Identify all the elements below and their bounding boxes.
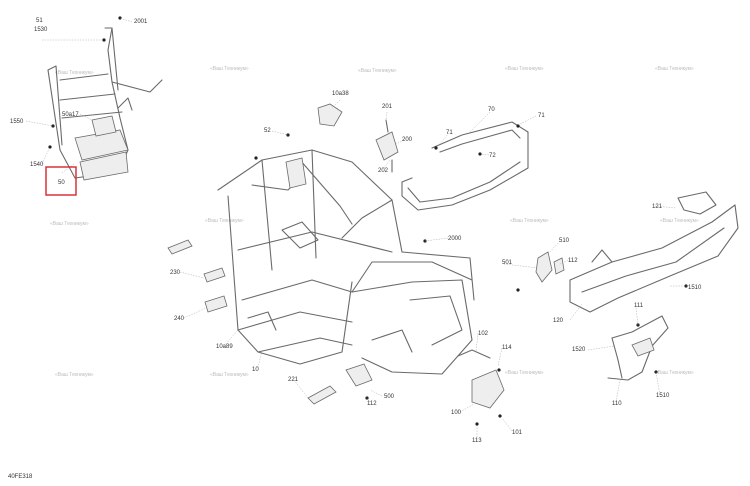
callout-1510: 1510 (656, 393, 670, 399)
callout-52: 52 (264, 128, 271, 134)
callout-labels: 51 1530 2001 50a17 1550 1540 50 52 10a38… (10, 18, 702, 444)
callout-230: 230 (170, 270, 181, 276)
callout-70: 70 (488, 107, 495, 113)
main-frame-drawing (217, 103, 475, 375)
callout-221: 221 (288, 377, 299, 383)
callout-113: 113 (472, 438, 482, 444)
brackets-drawing (375, 119, 399, 173)
watermark: «Ваш Техникум» (660, 218, 699, 224)
callout-501: 501 (502, 260, 513, 266)
callout-51: 51 (36, 18, 43, 24)
callout-111: 111 (634, 303, 644, 309)
callout-200: 200 (402, 137, 413, 143)
callout-201: 201 (382, 104, 393, 110)
callout-120: 120 (553, 318, 564, 324)
watermark: «Ваш Техникум» (210, 66, 249, 72)
front-bumper-drawing (569, 191, 739, 313)
lower-parts-drawing (307, 349, 505, 426)
callout-72: 72 (489, 153, 496, 159)
watermark: «Ваш Техникум» (505, 66, 544, 72)
watermark: «Ваш Техникум» (655, 370, 694, 376)
watermark: «Ваш Техникум» (55, 372, 94, 378)
callout-121: 121 (652, 204, 663, 210)
callout-240: 240 (174, 316, 185, 322)
callout-1530: 1530 (34, 27, 48, 33)
callout-50a17: 50a17 (62, 112, 79, 118)
callout-71: 71 (538, 113, 545, 119)
watermark: «Ваш Техникум» (655, 66, 694, 72)
callout-100: 100 (451, 410, 462, 416)
watermark: «Ваш Техникум» (358, 68, 397, 74)
watermark: «Ваш Техникум» (505, 370, 544, 376)
callout-510: 510 (559, 238, 570, 244)
callout-110: 110 (612, 401, 622, 407)
front-lower-bracket-drawing (607, 315, 669, 381)
callout-10a38: 10a38 (332, 91, 349, 97)
callout-50: 50 (58, 180, 65, 186)
watermark: «Ваш Техникум» (210, 372, 249, 378)
callout-112: 112 (568, 258, 578, 264)
callout-10a89: 10a89 (216, 344, 233, 350)
watermarks: «Ваш Техникум» «Ваш Техникум» «Ваш Техни… (50, 66, 699, 378)
watermark: «Ваш Техникум» (50, 221, 89, 227)
leader-lines (25, 17, 688, 440)
callout-2000: 2000 (448, 236, 462, 242)
callout-202: 202 (378, 168, 389, 174)
callout-10: 10 (252, 367, 259, 373)
callout-101: 101 (512, 430, 523, 436)
callout-1540: 1540 (30, 162, 44, 168)
callout-71: 71 (446, 130, 453, 136)
figure-code: 40FE318 (8, 474, 33, 480)
watermark: «Ваш Техникум» (55, 70, 94, 76)
highlight-box (45, 166, 77, 196)
callout-114: 114 (502, 345, 512, 351)
callout-112: 112 (367, 401, 377, 407)
watermark: «Ваш Техникум» (510, 218, 549, 224)
upper-tube-drawing (401, 121, 529, 211)
callout-1550: 1550 (10, 119, 24, 125)
callout-1520: 1520 (572, 347, 586, 353)
callout-2001: 2001 (134, 19, 148, 25)
plates-drawing (167, 239, 228, 313)
mount-bracket-drawing (516, 251, 565, 292)
watermark: «Ваш Техникум» (205, 218, 244, 224)
callout-1510: 1510 (688, 285, 702, 291)
callout-500: 500 (384, 394, 395, 400)
rear-subframe-drawing (47, 16, 163, 181)
callout-102: 102 (478, 331, 489, 337)
